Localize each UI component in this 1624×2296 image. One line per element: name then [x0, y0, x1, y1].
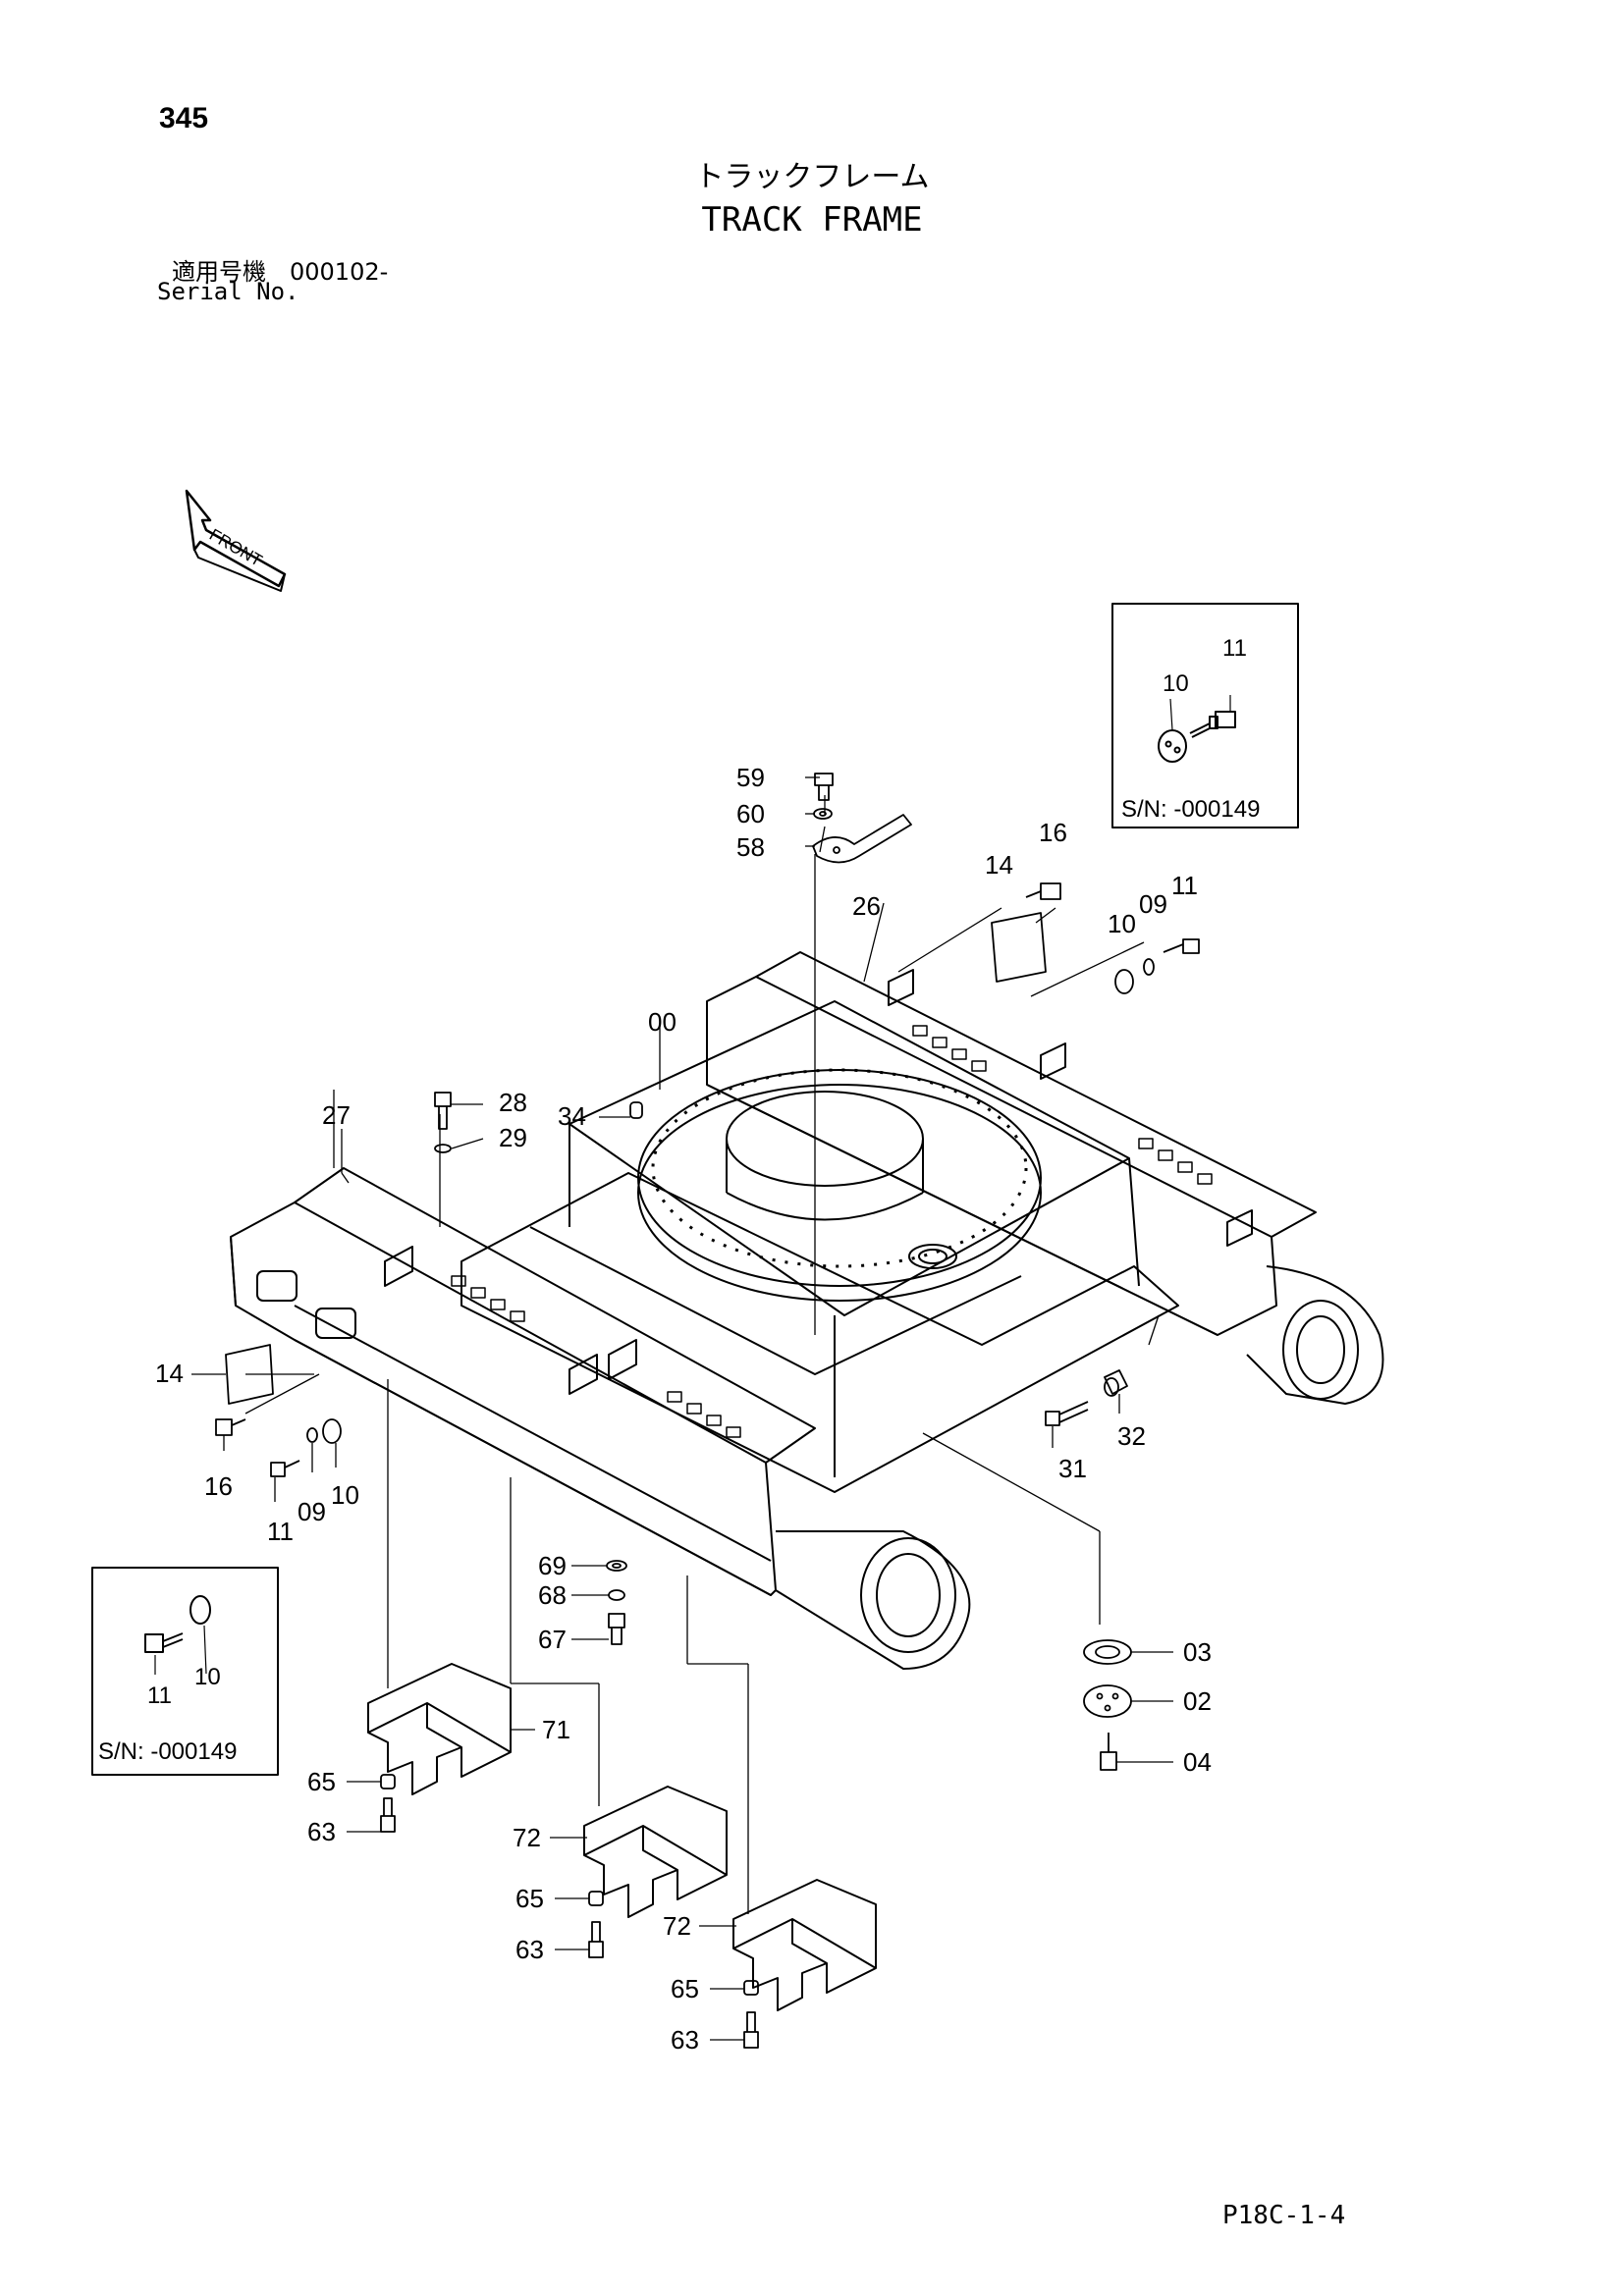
callout-67: 67 — [538, 1625, 567, 1654]
small-parts — [215, 773, 1200, 1771]
bolt-icon — [1189, 711, 1236, 738]
idler-boss-icon — [1282, 1300, 1359, 1400]
track-guide-71 — [367, 1663, 512, 1795]
track-frame-body — [230, 951, 1384, 1670]
callout-28: 28 — [499, 1088, 527, 1117]
callout-02: 02 — [1183, 1686, 1212, 1716]
inset-serial-label: S/N: -000149 — [1121, 796, 1260, 823]
footer-page-code: P18C-1-4 — [1222, 2201, 1346, 2230]
serial-label-english: Serial No. — [157, 278, 299, 305]
callout-60: 60 — [736, 799, 765, 828]
callout-29: 29 — [499, 1123, 527, 1152]
callout-11: 11 — [267, 1517, 294, 1546]
callout-26: 26 — [852, 891, 881, 921]
cover-plate-icon — [189, 1595, 211, 1625]
swing-bearing-ring — [637, 1068, 1042, 1302]
callout-65: 65 — [515, 1884, 544, 1913]
callout-14: 14 — [985, 850, 1013, 880]
title-japanese: トラックフレーム — [694, 160, 930, 194]
callout-63: 63 — [307, 1817, 336, 1846]
callout-14: 14 — [155, 1359, 184, 1388]
inset-part-label: 10 — [194, 1664, 221, 1690]
callout-04: 04 — [1183, 1747, 1212, 1777]
callout-59: 59 — [736, 763, 765, 792]
track-guide-72 — [732, 1879, 877, 2011]
callout-16: 16 — [1039, 818, 1067, 847]
callout-71: 71 — [542, 1715, 570, 1744]
callout-10: 10 — [1108, 909, 1136, 938]
callout-10: 10 — [331, 1480, 359, 1510]
serial-label-japanese: 適用号機 000102- — [172, 258, 389, 286]
callout-63: 63 — [671, 2025, 699, 2055]
bolt-icon — [144, 1632, 184, 1653]
inset-part-label: 10 — [1163, 670, 1189, 697]
callout-09: 09 — [298, 1497, 326, 1526]
idler-boss-icon — [860, 1537, 956, 1653]
callout-72: 72 — [663, 1911, 691, 1941]
callout-16: 16 — [204, 1471, 233, 1501]
callout-65: 65 — [307, 1767, 336, 1796]
callout-11: 11 — [1171, 871, 1198, 900]
inset-bottom-left: 11 10 S/N: -000149 — [91, 1567, 279, 1776]
callout-69: 69 — [538, 1551, 567, 1580]
inset-top-right: 10 11 S/N: -000149 — [1111, 603, 1299, 828]
front-arrow-icon: FRONT — [185, 489, 287, 592]
callout-58: 58 — [736, 832, 765, 862]
callout-09: 09 — [1139, 889, 1167, 919]
inset-part-label: 11 — [147, 1682, 172, 1709]
inset-part-label: 11 — [1222, 635, 1247, 662]
callout-65: 65 — [671, 1974, 699, 2003]
callout-32: 32 — [1117, 1421, 1146, 1451]
callout-27: 27 — [322, 1100, 351, 1130]
callout-00: 00 — [648, 1007, 677, 1037]
callout-34: 34 — [558, 1101, 586, 1131]
track-guide-72 — [583, 1786, 728, 1918]
title-english: TRACK FRAME — [701, 200, 923, 240]
callout-31: 31 — [1058, 1454, 1087, 1483]
callout-72: 72 — [513, 1823, 541, 1852]
callout-63: 63 — [515, 1935, 544, 1964]
callout-68: 68 — [538, 1580, 567, 1610]
inset-serial-label: S/N: -000149 — [98, 1738, 237, 1765]
cover-plate-icon — [1158, 729, 1187, 763]
callout-03: 03 — [1183, 1637, 1212, 1667]
page-number: 345 — [159, 102, 209, 134]
